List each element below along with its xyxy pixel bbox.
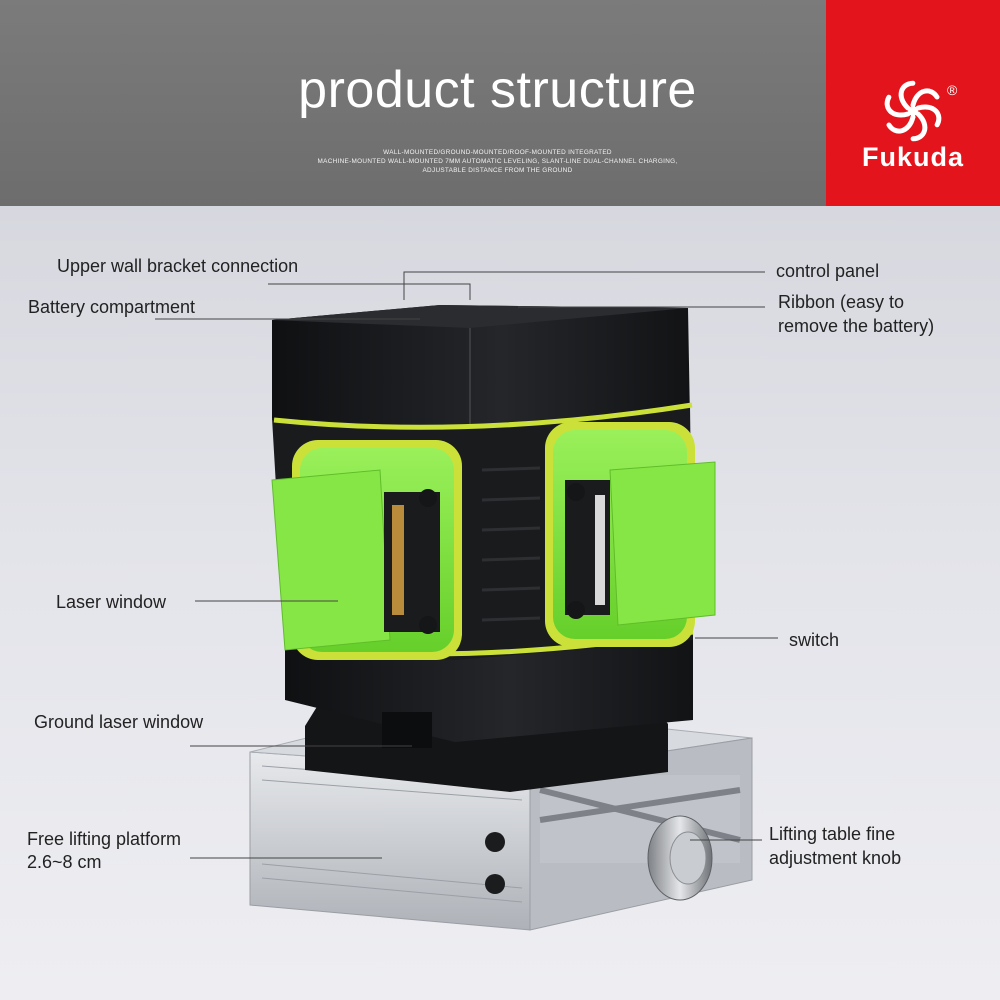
product-illustration	[249, 305, 753, 931]
ground-window	[382, 712, 432, 748]
left-laser-window	[271, 440, 462, 660]
label-control-panel: control panel	[776, 261, 880, 281]
right-laser-window	[545, 422, 716, 647]
label-upper-wall-bracket: Upper wall bracket connection	[57, 256, 299, 276]
label-ground-laser-window: Ground laser window	[34, 712, 204, 732]
subtitle-line-2: MACHINE-MOUNTED WALL-MOUNTED 7MM AUTOMAT…	[317, 158, 678, 165]
label-battery-compartment: Battery compartment	[28, 297, 196, 317]
header-banner: product structure WALL-MOUNTED/GROUND-MO…	[0, 0, 826, 206]
brand-block: ® Fukuda	[826, 0, 1000, 206]
label-lifting-knob-1: Lifting table fine	[769, 824, 896, 844]
registered-mark: ®	[947, 82, 958, 98]
label-ribbon-1: Ribbon (easy to	[778, 292, 905, 312]
page-title: product structure	[298, 61, 697, 119]
swirl-logo-icon	[884, 80, 942, 142]
label-switch: switch	[789, 630, 840, 650]
top-housing	[272, 305, 690, 430]
label-lifting-knob-2: adjustment knob	[769, 848, 902, 868]
subtitle-line-1: WALL-MOUNTED/GROUND-MOUNTED/ROOF-MOUNTED…	[383, 149, 612, 156]
brand-name: Fukuda	[861, 142, 964, 172]
adjustment-knob	[647, 815, 713, 901]
label-ribbon-2: remove the battery)	[778, 316, 935, 336]
page-subtitle: WALL-MOUNTED/GROUND-MOUNTED/ROOF-MOUNTED…	[295, 148, 700, 175]
label-free-lifting-2: 2.6~8 cm	[27, 852, 102, 872]
subtitle-line-3: ADJUSTABLE DISTANCE FROM THE GROUND	[422, 167, 573, 174]
label-laser-window: Laser window	[56, 592, 167, 612]
label-free-lifting-1: Free lifting platform	[27, 829, 182, 849]
top-panel	[272, 305, 688, 328]
